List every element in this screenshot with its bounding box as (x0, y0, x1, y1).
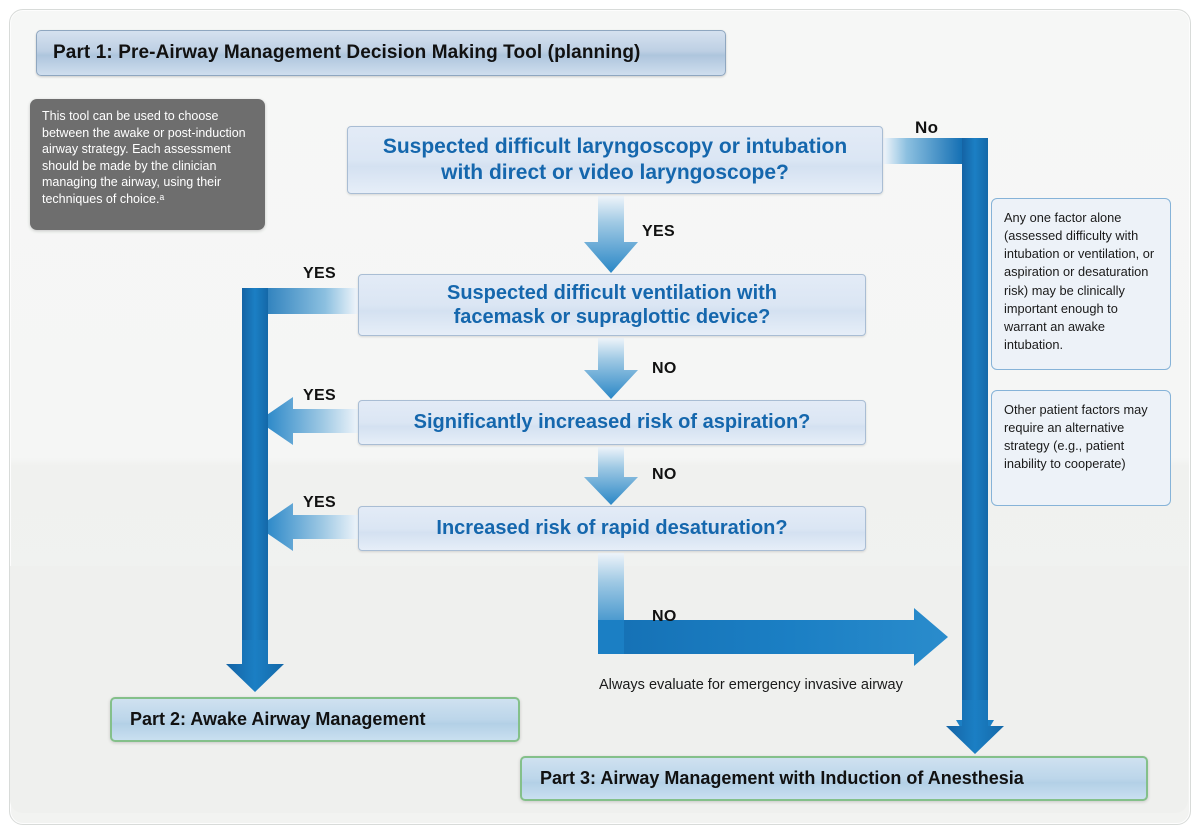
arrow-yes-q3-left (258, 397, 358, 445)
arrow-no-to-part3 (598, 608, 948, 666)
label-no-top-right: No (915, 118, 939, 137)
decision-box-aspiration-risk[interactable]: Significantly increased risk of aspirati… (358, 400, 866, 445)
label-yes-q4-left: YES (303, 494, 336, 511)
arrow-q3-to-q4 (584, 447, 638, 505)
grey-instruction-note: This tool can be used to choose between … (30, 99, 265, 230)
arrow-yes-q4-left (258, 503, 358, 551)
arrow-q1-to-q2 (584, 196, 638, 273)
q1-line2: with direct or video laryngoscope? (441, 161, 789, 184)
q2-line1: Suspected difficult ventilation with (446, 281, 778, 304)
arrow-yes-q2-left (249, 288, 358, 314)
outcome-part2-awake-airway-management[interactable]: Part 2: Awake Airway Management (110, 697, 520, 742)
arrow-q2-to-q3 (584, 338, 638, 399)
label-yes-q1: YES (642, 223, 675, 240)
decision-box-difficult-laryngoscopy[interactable]: Suspected difficult laryngoscopy or intu… (347, 126, 883, 194)
label-yes-q2-left: YES (303, 265, 336, 282)
decision-box-desaturation-risk[interactable]: Increased risk of rapid desaturation? (358, 506, 866, 551)
part1-header: Part 1: Pre-Airway Management Decision M… (36, 30, 726, 76)
label-no-q4: NO (652, 608, 677, 625)
q1-text: Suspected difficult laryngoscopy or intu… (383, 134, 847, 185)
q2-text: Suspected difficult ventilation with fac… (447, 281, 777, 330)
caption-emergency-invasive-airway: Always evaluate for emergency invasive a… (599, 677, 903, 693)
q4-text: Increased risk of rapid desaturation? (436, 517, 788, 540)
side-note-other-patient-factors: Other patient factors may require an alt… (991, 390, 1171, 506)
label-no-q2: NO (652, 360, 677, 377)
arrow-q4-down-stem (598, 553, 624, 636)
label-yes-q3-left: YES (303, 387, 336, 404)
q1-line1: Suspected difficult laryngoscopy or intu… (382, 135, 848, 159)
label-no-q3: NO (652, 466, 677, 483)
outcome-part3-induction-anesthesia[interactable]: Part 3: Airway Management with Induction… (520, 756, 1148, 801)
side-note-any-one-factor: Any one factor alone (assessed difficult… (991, 198, 1171, 370)
q3-text: Significantly increased risk of aspirati… (413, 411, 811, 434)
decision-box-difficult-ventilation[interactable]: Suspected difficult ventilation with fac… (358, 274, 866, 336)
q2-line2: facemask or supraglottic device? (453, 306, 771, 328)
arrow-left-trunk (226, 288, 284, 692)
arrow-right-trunk (946, 138, 1004, 754)
